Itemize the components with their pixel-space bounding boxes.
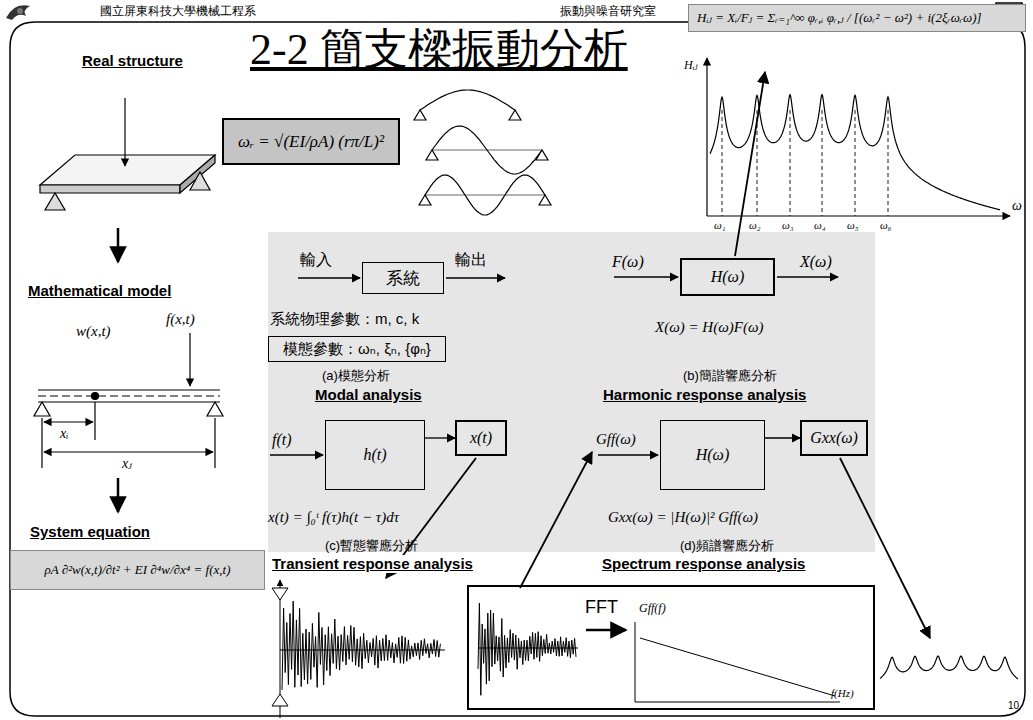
frequency-tick: ω₅ <box>847 219 859 232</box>
process-box: 系統 <box>362 262 444 294</box>
node-text: Hᵢⱼ = Xᵢ/Fⱼ = Σᵣ₌₁^∞ φᵣ,ᵢ φᵣ,ⱼ / [(ωᵣ² −… <box>697 9 1017 27</box>
node-text: Gxx(ω) = |H(ω)|² Gff(ω) <box>608 508 758 526</box>
output-box: Gxx(ω) <box>800 420 868 456</box>
formula-box: Hᵢⱼ = Xᵢ/Fⱼ = Σᵣ₌₁^∞ φᵣ,ᵢ φᵣ,ⱼ / [(ωᵣ² −… <box>688 4 1026 32</box>
frequency-tick: ω₄ <box>814 219 826 232</box>
node-text: X(ω) = H(ω)F(ω) <box>655 318 764 336</box>
section-label: System equation <box>30 523 150 541</box>
header-text: 國立屏東科技大學機械工程系 <box>100 4 256 18</box>
node-text: Harmonic response analysis <box>603 386 806 404</box>
node-text: 模態參數：ωₙ, ξₙ, {φₙ} <box>283 340 431 359</box>
axis-label: Hᵢⱼ <box>684 58 698 72</box>
process-box: H(ω) <box>680 258 775 296</box>
node-text: FFT <box>585 597 618 619</box>
node-text: x(t) <box>470 429 492 447</box>
signal-arrow <box>270 277 838 455</box>
node-text: (d)頻譜響應分析 <box>680 538 774 554</box>
slide-title: 2-2 簡支樑振動分析 <box>250 24 628 77</box>
frequency-tick: ω₃ <box>782 219 794 232</box>
process-arrow <box>117 228 120 512</box>
node-text: f(t) <box>272 430 292 449</box>
node-text: F(ω) <box>612 252 644 271</box>
analysis-panel: 輸入 輸出系統物理參數：m, c, k (a)模態分析 Modal analysis F… <box>268 232 875 552</box>
frf-plot <box>707 58 1010 216</box>
dimension-label: xⱼ <box>122 456 132 473</box>
equation-box: ρA ∂²w(x,t)/∂t² + EI ∂⁴w/∂x⁴ = f(x,t) <box>10 550 265 590</box>
fft-illustration <box>478 603 840 702</box>
node-text: X(ω) <box>800 252 832 271</box>
mode-shapes <box>414 90 551 215</box>
node-text: 輸入 <box>300 250 332 269</box>
time-signal <box>272 580 445 718</box>
section-label: Spectrum response analysis <box>600 555 807 573</box>
section-label: Mathematical model <box>28 282 171 300</box>
slide-frame <box>10 22 1025 716</box>
fft-box: FFT Gff(f) f(Hz) <box>467 585 875 710</box>
node-text: (c)暫態響應分析 <box>325 538 418 554</box>
header-text: 振動與噪音研究室 <box>560 4 656 18</box>
section-label: Transient response analysis <box>270 555 475 573</box>
node-text: Modal analysis <box>315 386 422 404</box>
node-text: Gff(ω) <box>596 430 636 448</box>
beam-model <box>34 333 223 468</box>
load-label: f(x,t) <box>166 310 195 328</box>
parameter-box: 模態參數：ωₙ, ξₙ, {φₙ} <box>268 336 446 362</box>
connector-arrow <box>765 437 800 438</box>
connector-arrow <box>425 437 455 438</box>
node-text: Gxx(ω) <box>810 429 858 447</box>
response-spectrum <box>880 656 1018 679</box>
node-text: ωᵣ = √(EI/ρA) (rπ/L)² <box>238 132 384 152</box>
node-text: 系統物理參數：m, c, k <box>270 310 419 328</box>
node-text: (b)簡諧響應分析 <box>683 368 777 384</box>
section-label: Real structure <box>82 52 183 70</box>
leader-arrow <box>386 72 930 638</box>
frequency-tick: ω₆ <box>880 219 892 232</box>
node-text: H(ω) <box>711 268 745 286</box>
output-box: x(t) <box>455 420 507 456</box>
node-text: (a)模態分析 <box>322 368 390 384</box>
dimension-label: xᵢ <box>60 426 68 443</box>
frequency-tick: ω₂ <box>749 219 761 232</box>
page-number: 10 <box>1008 700 1019 712</box>
logo-left <box>6 5 30 20</box>
process-box: h(t) <box>325 420 425 490</box>
node-text: f(Hz) <box>831 687 854 700</box>
node-text: H(ω) <box>696 446 730 464</box>
axis-label: ω <box>1012 198 1022 215</box>
formula-box: ωᵣ = √(EI/ρA) (rπ/L)² <box>222 118 400 165</box>
analysis-panel-ground <box>268 232 875 552</box>
beam-3d <box>40 98 215 210</box>
node-text: 系統 <box>386 267 420 290</box>
node-text: h(t) <box>363 446 386 464</box>
process-box: H(ω) <box>660 420 765 490</box>
node-text: Gff(f) <box>639 601 666 615</box>
node-text: ρA ∂²w(x,t)/∂t² + EI ∂⁴w/∂x⁴ = f(x,t) <box>45 562 231 578</box>
node-text: x(t) = ∫₀ᵗ f(τ)h(t − τ)dτ <box>268 508 399 526</box>
node-text: 輸出 <box>455 250 487 269</box>
displacement-label: w(x,t) <box>76 322 111 340</box>
frequency-tick: ω₁ <box>714 219 726 232</box>
